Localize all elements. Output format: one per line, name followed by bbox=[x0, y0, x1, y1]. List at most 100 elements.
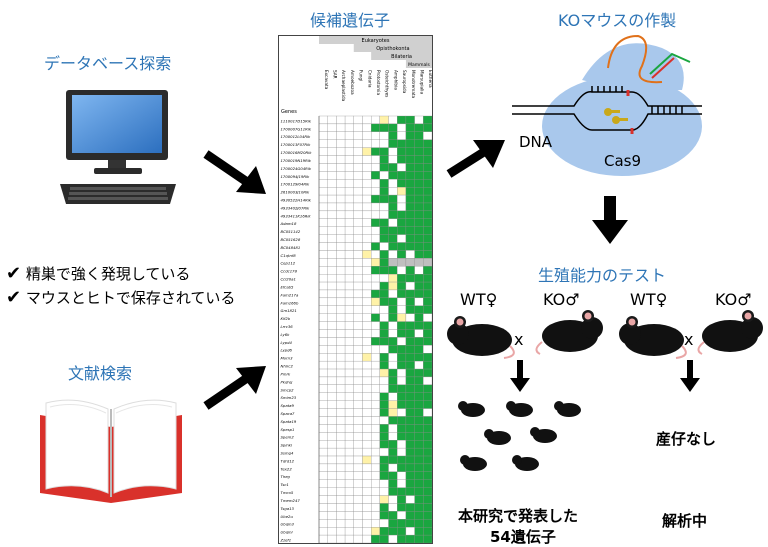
table-cell bbox=[327, 503, 337, 512]
table-cell bbox=[318, 281, 328, 291]
table-cell bbox=[423, 447, 433, 457]
table-cell bbox=[344, 400, 354, 409]
table-cell bbox=[379, 226, 389, 235]
table-cell bbox=[414, 400, 424, 409]
table-cell bbox=[388, 202, 398, 212]
arrow-down-left-icon bbox=[510, 360, 530, 392]
table-cell bbox=[327, 131, 337, 140]
table-cell bbox=[344, 463, 354, 472]
table-cell bbox=[405, 534, 415, 544]
table-cell bbox=[327, 447, 337, 457]
table-cell bbox=[414, 487, 424, 496]
table-cell bbox=[388, 194, 398, 204]
table-cell bbox=[388, 519, 398, 528]
gene-label: 1700013F07Rik bbox=[281, 142, 312, 147]
gene-label: Zzef1 bbox=[280, 538, 292, 543]
table-cell bbox=[336, 258, 346, 267]
table-cell bbox=[405, 440, 415, 449]
gene-label: 2610003J10Rik bbox=[281, 190, 311, 195]
table-cell bbox=[318, 313, 328, 322]
table-cell bbox=[362, 511, 372, 520]
table-cell bbox=[379, 519, 389, 528]
table-cell bbox=[405, 305, 415, 314]
table-cell bbox=[423, 297, 433, 306]
table-cell bbox=[379, 495, 389, 504]
table-cell bbox=[405, 139, 415, 148]
table-cell bbox=[414, 273, 424, 283]
table-cell bbox=[388, 187, 398, 196]
table-cell bbox=[353, 511, 363, 520]
table-cell bbox=[318, 400, 328, 409]
table-cell bbox=[397, 273, 407, 283]
gene-label: BC048481 bbox=[281, 245, 301, 250]
table-cell bbox=[405, 384, 415, 393]
table-cell bbox=[379, 218, 389, 227]
gene-label: 1700016M20Rik bbox=[281, 150, 313, 155]
table-cell bbox=[379, 392, 389, 401]
table-cell bbox=[344, 258, 354, 267]
table-cell bbox=[336, 353, 346, 362]
table-cell bbox=[362, 163, 372, 172]
table-cell bbox=[397, 376, 407, 386]
table-cell bbox=[318, 321, 328, 330]
table-cell bbox=[353, 455, 363, 465]
table-cell bbox=[362, 187, 372, 196]
table-cell bbox=[371, 321, 380, 330]
cross-left: x bbox=[514, 330, 524, 349]
table-cell bbox=[362, 337, 372, 346]
table-cell bbox=[318, 147, 328, 156]
table-cell bbox=[414, 455, 424, 465]
table-cell bbox=[388, 495, 398, 504]
result-left-line2: 54遺伝子 bbox=[490, 528, 556, 546]
gene-label: Fam217a bbox=[281, 292, 299, 297]
table-cell bbox=[327, 534, 337, 544]
table-cell bbox=[379, 123, 389, 132]
wt-female-left-label: WT♀ bbox=[460, 290, 498, 309]
table-cell bbox=[344, 163, 354, 172]
table-cell bbox=[336, 360, 346, 370]
table-cell bbox=[371, 455, 380, 465]
gene-label: Tsc1 bbox=[281, 482, 289, 487]
table-cell bbox=[336, 273, 346, 283]
table-cell bbox=[414, 147, 424, 156]
table-cell bbox=[318, 258, 328, 267]
table-cell bbox=[388, 297, 398, 306]
gene-label: 1700129I04Rik bbox=[281, 182, 311, 187]
table-cell bbox=[371, 147, 380, 156]
arrow-down-right-small-icon bbox=[680, 360, 700, 392]
column-label: Excavata bbox=[324, 70, 329, 90]
table-cell bbox=[405, 400, 415, 409]
table-cell bbox=[414, 187, 424, 196]
table-cell bbox=[423, 179, 433, 188]
table-cell bbox=[379, 463, 389, 472]
candidate-genes-title: 候補遺伝子 bbox=[310, 11, 391, 30]
table-cell bbox=[344, 305, 354, 314]
table-cell bbox=[405, 187, 415, 196]
table-cell bbox=[371, 384, 380, 393]
table-cell bbox=[423, 258, 433, 267]
table-cell bbox=[405, 218, 415, 227]
table-cell bbox=[405, 171, 415, 180]
table-cell bbox=[353, 392, 363, 401]
table-cell bbox=[327, 218, 337, 227]
table-cell bbox=[327, 345, 337, 354]
table-cell bbox=[405, 432, 415, 441]
table-cell bbox=[318, 368, 328, 378]
table-cell bbox=[397, 210, 407, 219]
table-cell bbox=[327, 289, 337, 299]
table-cell bbox=[336, 455, 346, 465]
table-cell bbox=[344, 139, 354, 148]
table-cell bbox=[336, 234, 346, 243]
table-cell bbox=[336, 345, 346, 354]
table-cell bbox=[318, 194, 328, 204]
table-cell bbox=[327, 487, 337, 496]
table-cell bbox=[423, 432, 433, 441]
table-cell bbox=[353, 400, 363, 409]
table-cell bbox=[336, 408, 346, 417]
table-cell bbox=[423, 511, 433, 520]
table-cell bbox=[397, 511, 407, 520]
table-cell bbox=[371, 400, 380, 409]
table-cell bbox=[336, 131, 346, 140]
table-cell bbox=[405, 210, 415, 219]
table-cell bbox=[362, 368, 372, 378]
